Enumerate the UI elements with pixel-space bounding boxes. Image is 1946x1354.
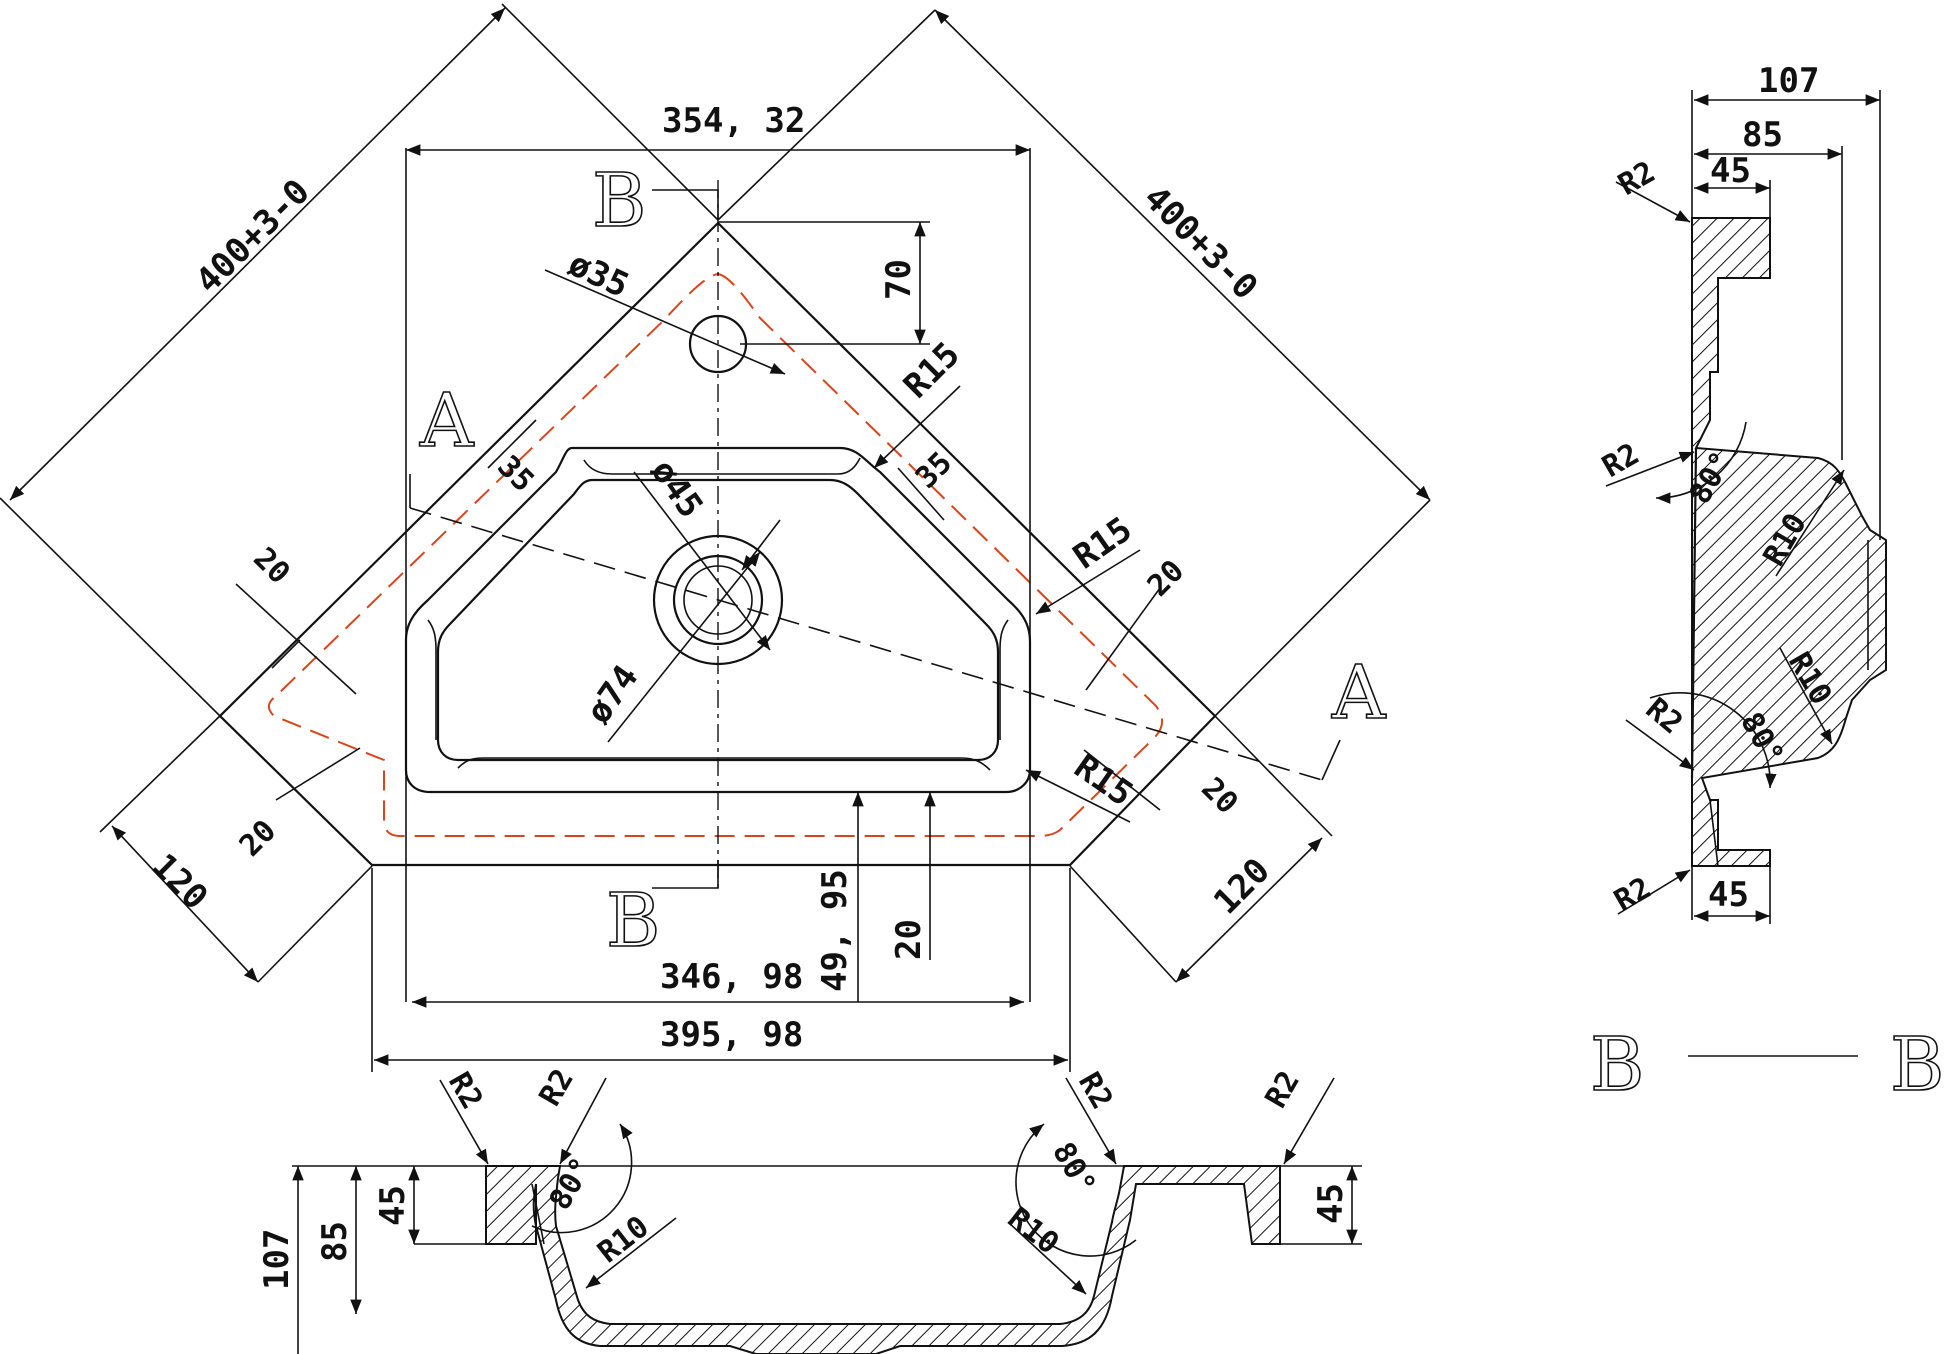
rim-dashed-line [268, 272, 1164, 837]
radius-right-label: R15 [1066, 509, 1139, 577]
section-bb-w45-bottom-label: 45 [1708, 875, 1749, 915]
section-bb-view: 107 85 45 45 R2 R2 R2 R2 80° 80° R10 R10… [1589, 61, 1945, 1109]
left-20-b-label: 20 [233, 813, 283, 863]
drain-hole-label: ø45 [643, 452, 711, 525]
bowl-outer [404, 446, 1032, 794]
sink-outline [218, 221, 1217, 867]
section-a-arrow-right [1321, 739, 1341, 781]
section-aa-h85-label: 85 [315, 1221, 355, 1262]
drain-inner-ring [672, 554, 764, 646]
rim-left-label: 35 [490, 449, 540, 499]
section-aa-r10-right-label: R10 [1001, 1201, 1065, 1262]
bowl-ledge-right [999, 619, 1009, 740]
bowl-inner [436, 478, 1000, 762]
section-aa-view: 107 85 45 45 R2 R2 R2 R2 80° 80° R10 R10 [257, 1063, 1362, 1354]
section-aa-h45-right-label: 45 [1311, 1183, 1351, 1224]
top-width-label: 354, 32 [662, 101, 805, 141]
section-bb-caption-left: B [1590, 1022, 1644, 1108]
section-aa-r10-left-label: R10 [591, 1209, 655, 1270]
section-aa-r2-1-label: R2 [441, 1067, 489, 1116]
drain-hole [683, 565, 753, 635]
section-bb-w107-label: 107 [1758, 61, 1819, 101]
bowl-ledge-top [583, 457, 861, 475]
drain-ring-label: ø74 [579, 658, 647, 731]
section-aa-r2-4-label: R2 [1259, 1065, 1307, 1114]
section-aa-h107-label: 107 [257, 1229, 297, 1290]
bowl-ledge-bottom [457, 757, 991, 771]
right-20-b-label: 20 [1194, 771, 1244, 821]
section-aa-h45-left-label: 45 [373, 1185, 413, 1226]
tap-offset-label: 70 [879, 259, 919, 300]
section-aa-r2-2-label: R2 [533, 1063, 581, 1112]
radius-top-label: R15 [896, 335, 968, 407]
side-left-label: 120 [144, 846, 216, 918]
section-a-cut-line [409, 507, 1323, 781]
side-right-label: 120 [1206, 851, 1278, 923]
plan-view: 400+3-0 400+3-0 354, 32 70 ø35 ø45 ø74 3… [0, 3, 1431, 1072]
section-bb-profile [1691, 217, 1887, 867]
section-bb-r2-3-label: R2 [1639, 691, 1689, 741]
section-b-bottom-letter: B [606, 878, 660, 964]
drain-outer-ring [652, 534, 784, 666]
section-bb-r2-1-label: R2 [1613, 155, 1662, 203]
right-20-a-label: 20 [1141, 553, 1191, 603]
section-b-marker-top [652, 189, 719, 220]
front-rim-label: 20 [889, 919, 929, 960]
section-aa-r2-3-label: R2 [1071, 1067, 1119, 1116]
left-20-a-label: 20 [246, 541, 296, 591]
bottom-inner-width-label: 346, 98 [660, 957, 803, 997]
section-a-top-letter: A [419, 378, 475, 464]
bottom-width-label: 395, 98 [660, 1015, 803, 1055]
section-b-top-letter: B [592, 158, 646, 244]
tap-hole-label: ø35 [562, 244, 635, 306]
section-bb-w85-label: 85 [1742, 115, 1783, 155]
front-depth-label: 49, 95 [815, 869, 855, 992]
section-bb-caption-right: B [1890, 1022, 1944, 1108]
section-bb-w45-top-label: 45 [1710, 151, 1751, 191]
section-aa-left-rim [485, 1165, 1281, 1354]
section-b-marker-bottom [652, 860, 719, 889]
bowl-ledge-left [427, 619, 437, 740]
section-aa-angle-right-label: 80° [1045, 1137, 1102, 1201]
diag-right-label: 400+3-0 [1136, 178, 1266, 308]
section-bb-r2-2-label: R2 [1597, 437, 1646, 485]
section-a-bottom-letter: A [1331, 650, 1387, 736]
section-bb-r2-4-label: R2 [1609, 871, 1658, 919]
diag-left-label: 400+3-0 [188, 172, 318, 302]
